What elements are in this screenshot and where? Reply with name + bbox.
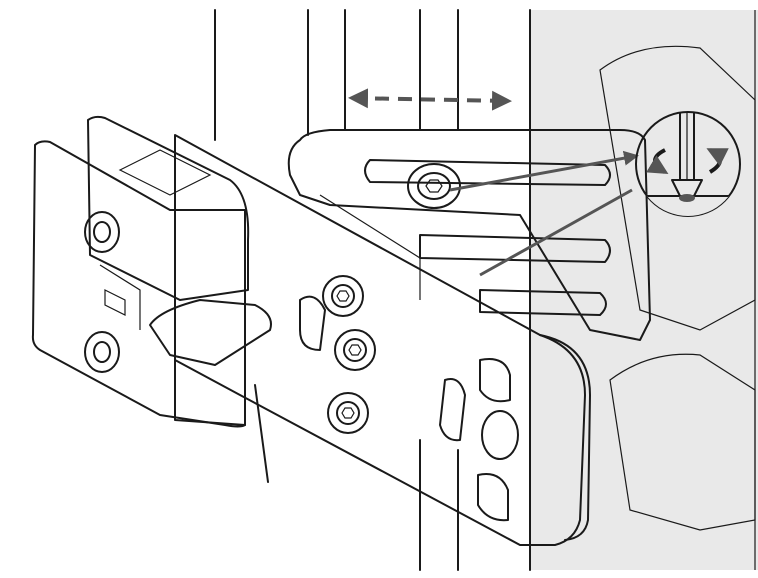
arm-screws xyxy=(322,275,376,434)
hex-screw-icon xyxy=(327,392,369,434)
double-arrow-icon xyxy=(348,88,512,111)
leader-line xyxy=(254,384,269,483)
vertical-post xyxy=(214,9,459,571)
hex-screw-icon xyxy=(322,275,364,317)
rotate-arrows-icon xyxy=(646,148,729,175)
hinge-body xyxy=(31,115,272,428)
hinge-arm xyxy=(174,134,591,546)
hex-screw-icon xyxy=(84,211,120,253)
door-frame xyxy=(529,9,758,571)
hex-screw-icon xyxy=(407,163,461,209)
screwdriver-icon xyxy=(671,112,703,202)
hex-screw-icon xyxy=(84,331,120,373)
hex-screw-icon xyxy=(334,329,376,371)
